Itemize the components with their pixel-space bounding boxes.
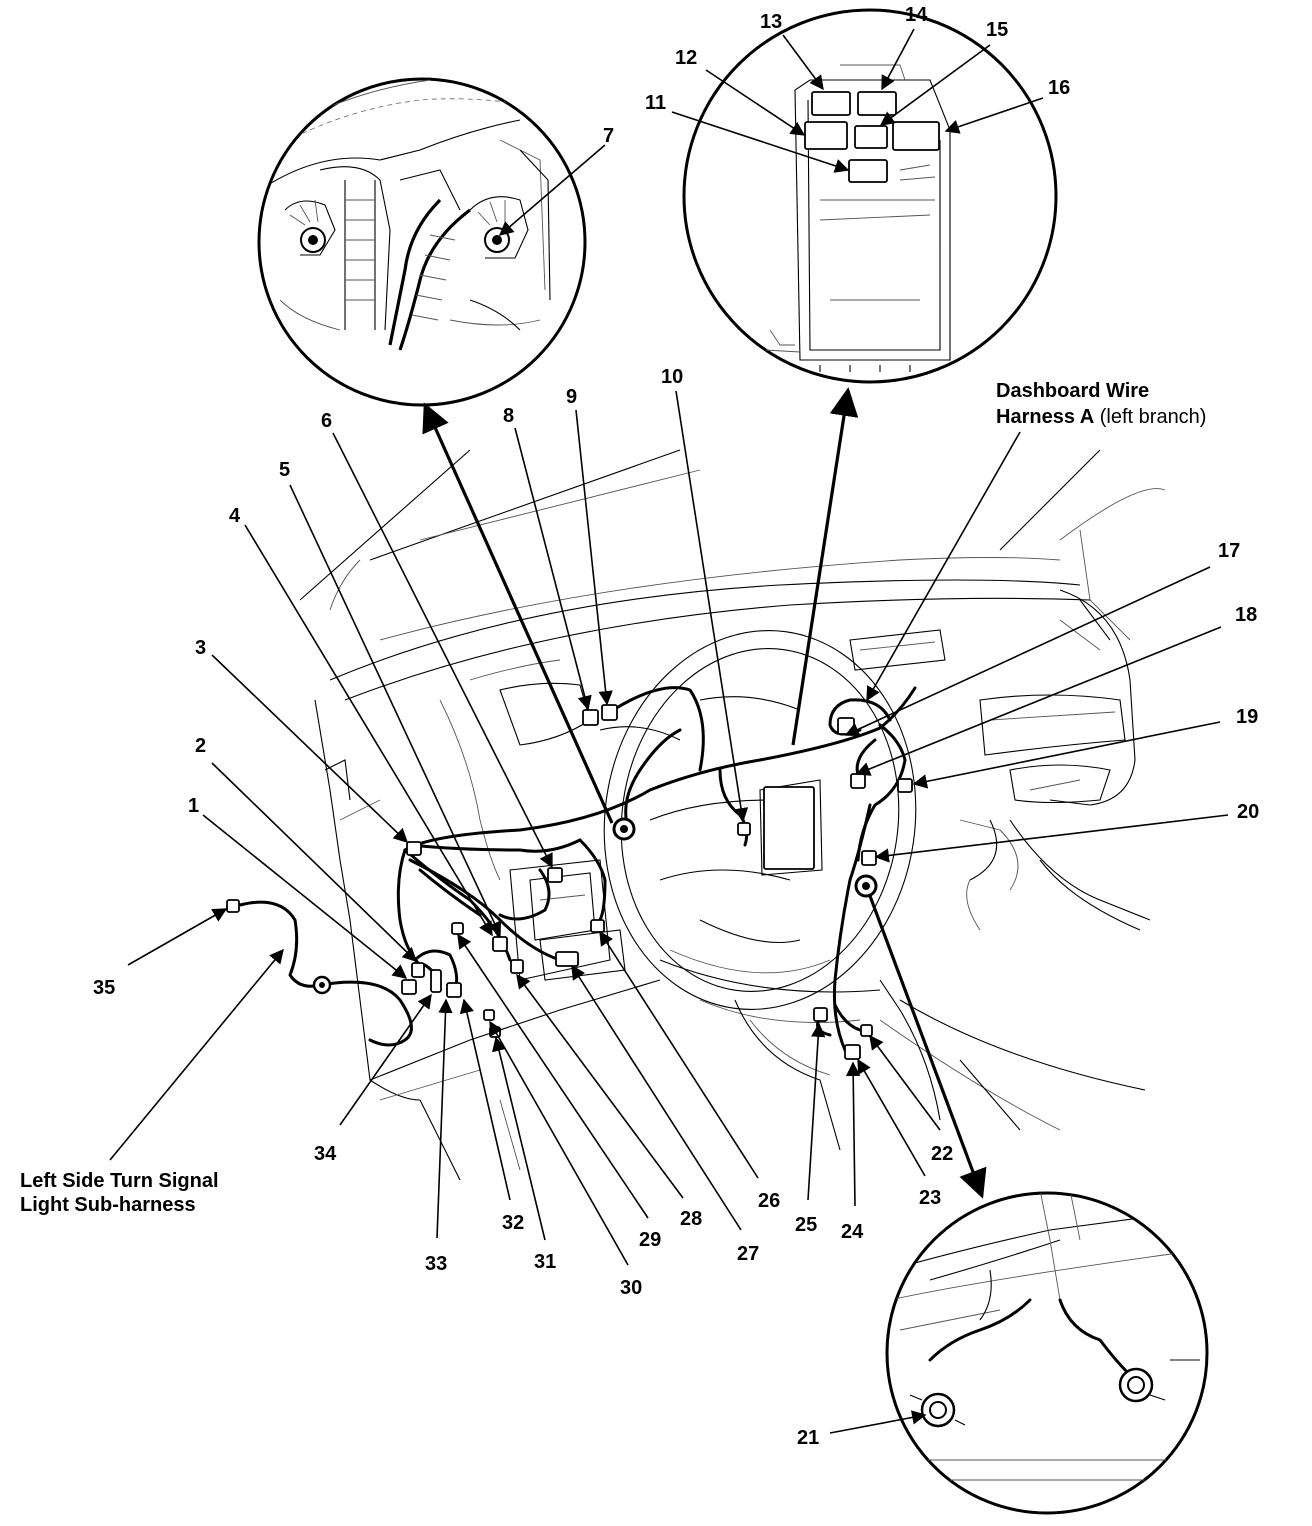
inset-fuse-box [682, 8, 1058, 384]
callout-33: 33 [425, 1253, 447, 1275]
leader-lines [109, 28, 1229, 1434]
harness-label-line1: Dashboard Wire [996, 380, 1149, 402]
callout-12: 12 [675, 47, 697, 69]
callout-2: 2 [195, 735, 206, 757]
callout-13: 13 [760, 11, 782, 33]
callout-4: 4 [229, 505, 241, 527]
callout-14: 14 [905, 4, 928, 26]
callout-26: 26 [758, 1190, 780, 1212]
ground-points [312, 817, 878, 995]
inset-detail-left [257, 77, 587, 407]
callout-8: 8 [503, 405, 514, 427]
callout-20: 20 [1237, 801, 1259, 823]
callout-28: 28 [680, 1208, 702, 1230]
turn-signal-label-line1: Left Side Turn Signal [20, 1170, 219, 1192]
inset-detail-right [885, 1191, 1209, 1515]
callout-3: 3 [195, 637, 206, 659]
callout-1: 1 [188, 795, 199, 817]
callout-19: 19 [1236, 706, 1258, 728]
callout-7: 7 [603, 125, 614, 147]
callout-27: 27 [737, 1243, 759, 1265]
callout-10: 10 [661, 366, 683, 388]
callout-22: 22 [931, 1143, 953, 1165]
callout-25: 25 [795, 1214, 817, 1236]
turn-signal-label-line2: Light Sub-harness [20, 1194, 196, 1216]
callout-11: 11 [645, 92, 666, 114]
callout-32: 32 [502, 1212, 524, 1234]
callout-23: 23 [919, 1187, 941, 1209]
inset-pointer-arrows [422, 387, 987, 1199]
callout-6: 6 [321, 410, 332, 432]
callout-24: 24 [841, 1221, 864, 1243]
connectors [226, 704, 913, 1060]
harness-label: Dashboard Wire Harness A (left branch) [996, 380, 1206, 428]
callout-numbers: 1 2 3 4 5 6 7 8 9 10 11 12 13 14 15 16 1… [93, 4, 1259, 1449]
callout-35: 35 [93, 977, 115, 999]
dashboard-illustration [299, 449, 1166, 1181]
callout-15: 15 [986, 19, 1008, 41]
callout-21: 21 [797, 1427, 819, 1449]
callout-17: 17 [1218, 540, 1240, 562]
turn-signal-label: Left Side Turn Signal Light Sub-harness [20, 1170, 219, 1216]
harness-label-line2: Harness A (left branch) [996, 406, 1206, 428]
callout-5: 5 [279, 459, 290, 481]
callout-16: 16 [1048, 77, 1070, 99]
callout-18: 18 [1235, 604, 1257, 626]
callout-31: 31 [534, 1251, 556, 1273]
callout-30: 30 [620, 1277, 642, 1299]
callout-9: 9 [566, 386, 577, 408]
callout-34: 34 [314, 1143, 337, 1165]
callout-29: 29 [639, 1229, 661, 1251]
